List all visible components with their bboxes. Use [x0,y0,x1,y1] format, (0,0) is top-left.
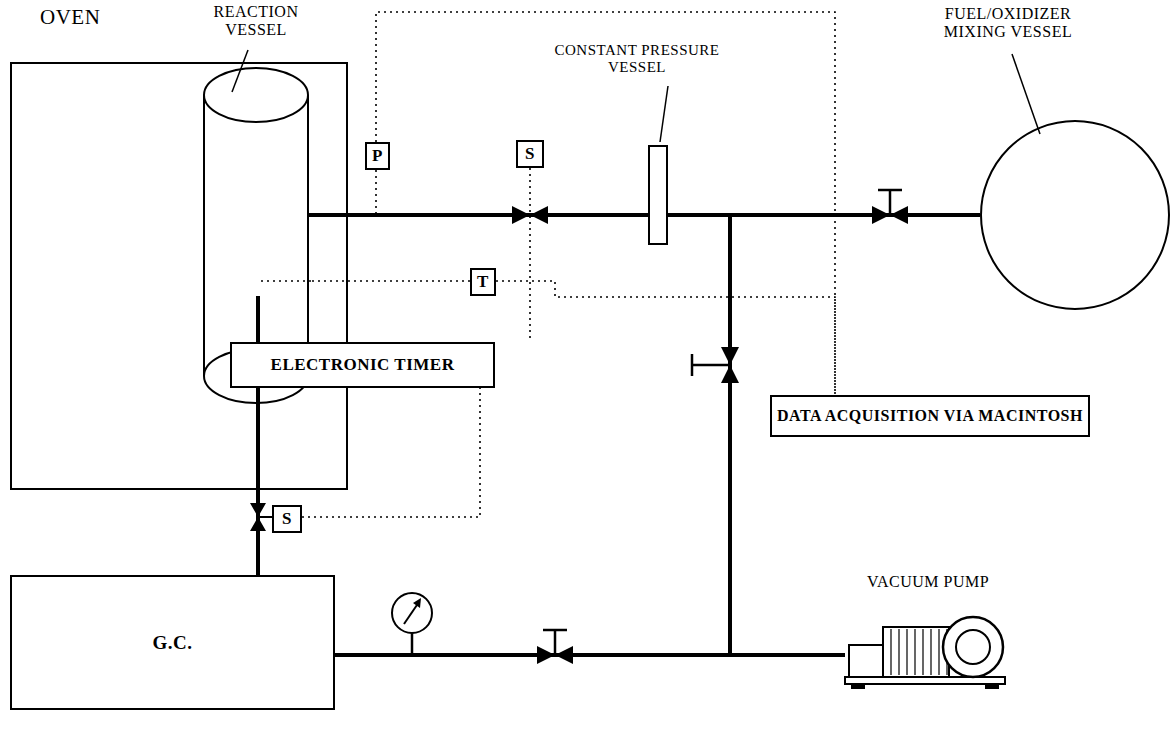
thermocouple-box: T [470,268,496,296]
box-label: DATA ACQUISITION VIA MACINTOSH [777,407,1083,425]
mixing-vessel: FUEL/OXIDIZER MIXING VESSEL [980,120,1170,310]
leader-line [1012,54,1040,134]
signal-line [529,168,531,342]
motor-fin [938,629,939,675]
oven-box-outline [10,62,348,490]
valve-handle [878,189,902,192]
vessel-wall [307,95,309,376]
pressure-sensor: P [365,142,390,170]
solenoid-valve [512,206,548,224]
motor-fin [914,629,915,675]
box-label: ELECTRONIC TIMER [271,355,455,375]
vessel-top [204,68,308,122]
oven-box-border [11,63,347,489]
valve-handle [889,190,892,213]
probe-line [261,280,311,282]
pressure-gauge [392,593,432,633]
constant-pressure-vessel-outline [648,145,668,245]
box-label: S [282,509,292,529]
box-label: G.C. [153,632,193,654]
solenoid-box: S [516,140,544,168]
sensor-line [375,170,377,213]
fan-hub [956,630,990,664]
signal-line [376,12,835,395]
signal-line [496,281,835,395]
label-holder: VACUUM PUMP [867,573,1017,591]
valve-handle [692,364,728,367]
pump-foot [851,684,865,689]
leader-line [660,86,668,142]
gas-pipe [309,213,648,217]
valve-handle [691,354,694,376]
part-label: CONSTANT PRESSURE VESSEL [552,42,722,77]
signal-line [302,388,480,517]
valve-stem [258,516,272,518]
timer-box: ELECTRONIC TIMER [230,342,495,388]
valve-handle [543,629,567,632]
valve-handle [554,630,557,653]
motor-fin [906,629,907,675]
label-holder: FUEL/OXIDIZER MIXING VESSEL [918,5,1098,42]
box-label: S [525,144,535,164]
part-label: FUEL/OXIDIZER MIXING VESSEL [918,5,1098,42]
oven-box: REACTION VESSELOVEN [10,62,348,490]
gauge-stem [411,633,414,655]
box-label: P [372,146,383,166]
motor-body [883,627,949,677]
vessel-wall [203,95,205,376]
gauge-needle [413,598,421,608]
vacuum-pump: VACUUM PUMP [845,605,1005,690]
label-holder: OVEN [40,5,130,29]
motor-fin [890,629,891,675]
motor-fin [930,629,931,675]
pump-foot [985,684,999,689]
mixing-vessel-outline [980,120,1170,310]
part-label: VACUUM PUMP [867,573,1017,591]
signal-line [309,280,470,282]
vessel-outline [981,121,1169,309]
part-label: OVEN [40,5,130,29]
pump-head [849,645,883,677]
gas-chromatograph: G.C. [10,575,335,710]
solenoid-box: S [272,505,302,533]
part-label: REACTION VESSEL [201,3,311,40]
fan-housing [943,617,1003,677]
motor-fin [922,629,923,675]
pump-base [845,677,1005,684]
label-holder: CONSTANT PRESSURE VESSEL [552,42,722,77]
constant-pressure-vessel: CONSTANT PRESSURE VESSEL [648,145,668,245]
constant-pressure-vessel-border [649,146,667,244]
data-acquisition-box: DATA ACQUISITION VIA MACINTOSH [770,395,1090,437]
label-holder: REACTION VESSEL [201,3,311,40]
vacuum-pump-outline [845,605,1005,690]
box-label: T [477,272,489,292]
motor-fin [898,629,899,675]
